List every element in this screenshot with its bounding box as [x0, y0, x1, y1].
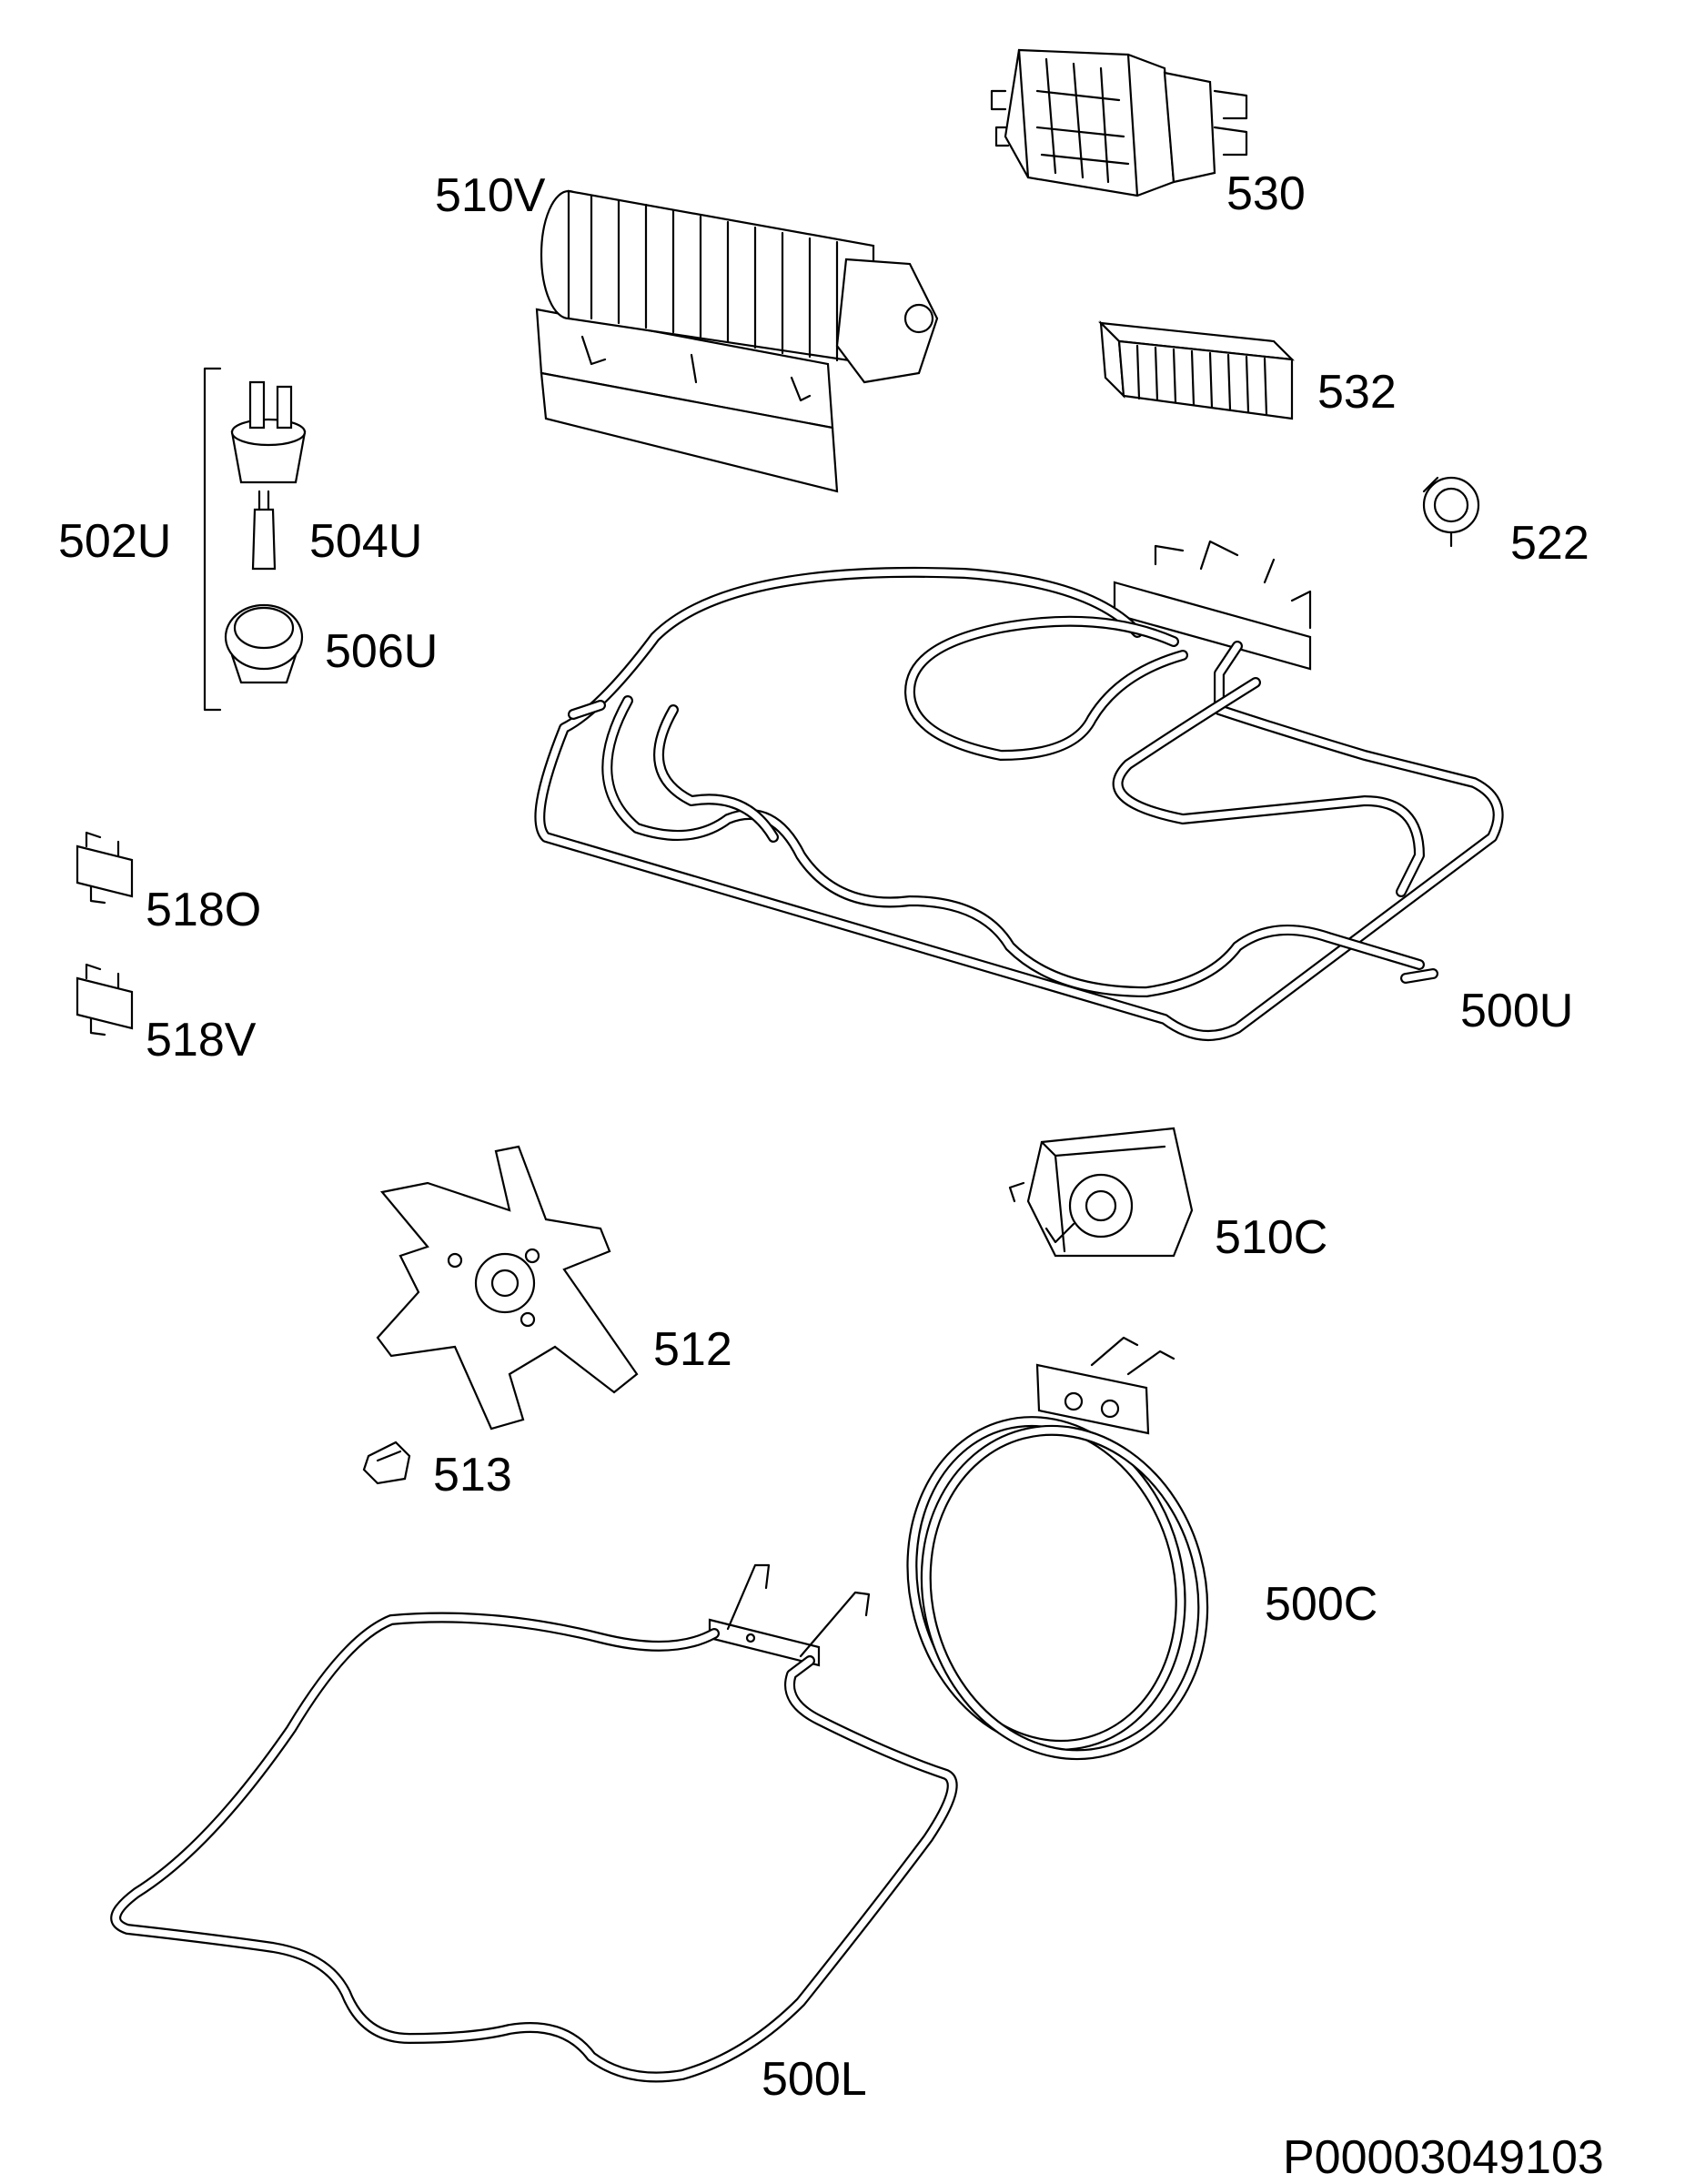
label-513: 513 [433, 1449, 512, 1502]
part-510V-tangential-fan [535, 189, 939, 493]
part-518V-clip [76, 963, 134, 1036]
drawing-number: P00003049103 [1283, 2131, 1604, 2184]
part-518O-clip [76, 831, 134, 905]
label-506U: 506U [325, 625, 438, 678]
part-513-nut [362, 1441, 411, 1485]
label-518V: 518V [146, 1014, 257, 1067]
part-512-fan-blade [376, 1145, 639, 1431]
part-500C-circular-heating-element [906, 1336, 1209, 1761]
part-532-connector-strip [1098, 320, 1295, 420]
label-518O: 518O [146, 884, 261, 936]
label-510C: 510C [1215, 1211, 1327, 1264]
part-522-clip [1422, 476, 1480, 548]
label-502U: 502U [58, 515, 171, 568]
part-500L-bottom-heating-element [110, 1563, 958, 2083]
label-500C: 500C [1265, 1578, 1377, 1631]
label-504U: 504U [309, 515, 422, 568]
label-532: 532 [1317, 366, 1397, 419]
part-500U-top-heating-element [534, 540, 1504, 1041]
label-500L: 500L [762, 2053, 867, 2106]
label-512: 512 [653, 1323, 732, 1376]
part-510C-fan-motor [1008, 1127, 1194, 1258]
part-530-terminal-block [990, 48, 1248, 197]
label-500U: 500U [1460, 985, 1573, 1037]
part-502U-lamp-assembly [203, 367, 307, 712]
label-510V: 510V [435, 169, 546, 222]
label-530: 530 [1226, 167, 1306, 220]
label-522: 522 [1510, 517, 1589, 570]
